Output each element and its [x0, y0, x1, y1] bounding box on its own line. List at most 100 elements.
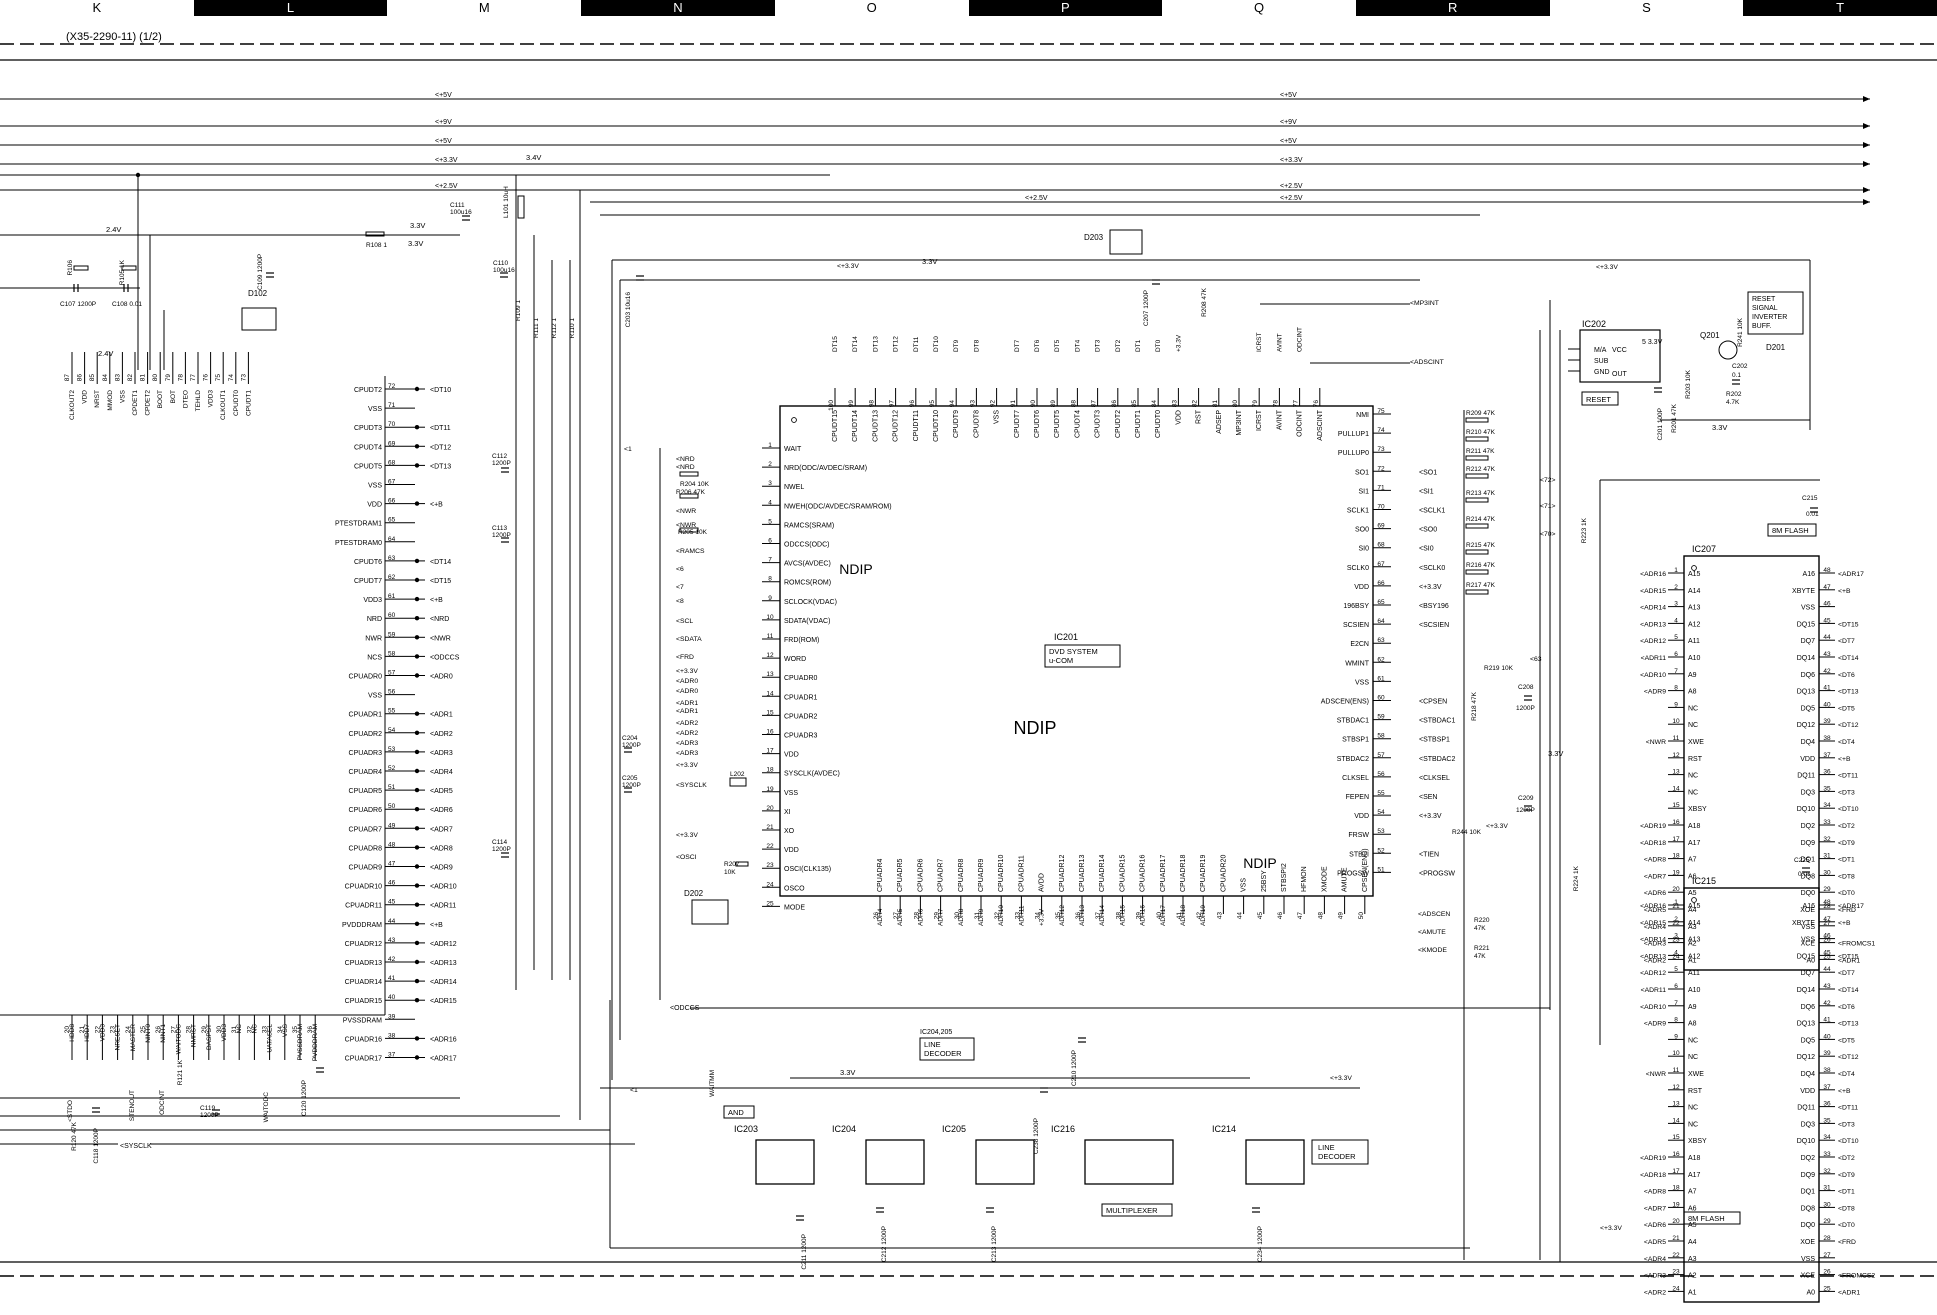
reset-box-label: RESET: [1586, 395, 1611, 404]
net-tag: <STBDAC2: [1419, 756, 1455, 763]
pin-name: PTESTDRAM0: [335, 540, 382, 547]
pin-number: 30: [216, 1026, 223, 1034]
pin1-marker: [1691, 897, 1697, 903]
pin-name: CPUADR10: [345, 884, 382, 891]
decoder-label-line: DECODER: [1318, 1152, 1356, 1161]
net-tag: DT5: [1054, 339, 1061, 352]
decoder-label-box: [1311, 1139, 1369, 1165]
pin-name: CPUADR5: [349, 788, 383, 795]
net-tag: <ADR7: [1644, 1205, 1666, 1212]
net-tag: <+B: [1838, 588, 1851, 595]
net-tag: <ADR4: [1644, 1256, 1666, 1263]
net-tag: <DT11: [1838, 1105, 1858, 1112]
ic202-pin-name: M/A: [1594, 347, 1607, 354]
pin-name: CLKOUT1: [220, 390, 227, 420]
pin-number: 76: [1313, 400, 1320, 408]
pin-number: 27: [893, 912, 900, 920]
pin-number: 87: [64, 374, 71, 382]
net-tag: <+B: [430, 922, 443, 929]
pin-number: 31: [1823, 1185, 1831, 1192]
net-tag: <DT7: [1838, 638, 1855, 645]
pin-number: 21: [766, 824, 774, 831]
pin-number: 82: [1192, 400, 1199, 408]
column-index-q: Q: [1162, 0, 1356, 16]
pin-number: 36: [1823, 1101, 1831, 1108]
pin-name: A0: [1806, 1289, 1815, 1296]
pin-number: 23: [110, 1026, 117, 1034]
pin-number: 42: [388, 956, 396, 963]
pin-number: 84: [102, 374, 109, 382]
pin-name: SO0: [1355, 527, 1369, 534]
junction-dot: [414, 711, 420, 716]
pin-name: CPUADR14: [1099, 855, 1106, 892]
pin-number: 75: [1377, 408, 1385, 415]
pin-name: SCLK1: [1347, 508, 1369, 515]
pin-name: CPUDT9: [953, 410, 960, 438]
junction-dot: [414, 654, 420, 659]
net-tag: <NRD: [676, 464, 695, 471]
pin-number: 83: [114, 374, 121, 382]
resistor-r206: [679, 493, 699, 499]
pin-name: PVSSDRAM: [297, 1024, 304, 1060]
pin-number: 59: [388, 631, 396, 638]
net-tag: DT8: [973, 339, 980, 352]
pin-number: 39: [388, 1013, 396, 1020]
pin-number: 72: [1377, 465, 1385, 472]
net-tag: <ADR5: [1644, 1239, 1666, 1246]
net-tag: <NRD: [676, 456, 695, 463]
pin-number: 39: [1823, 718, 1831, 725]
pin-name: DQ3: [1801, 1121, 1816, 1128]
net-tag: ADR15: [1119, 905, 1126, 926]
pin-number: 74: [1377, 427, 1385, 434]
net-tag: <+3.3V: [676, 762, 698, 769]
net-tag: DT15: [832, 336, 839, 352]
junction-dot: [414, 978, 420, 984]
pin-name: BOOT: [157, 390, 164, 408]
net-tag: <+B: [1838, 920, 1851, 927]
net-tag: <DT9: [1838, 1172, 1855, 1179]
net-tag: DT13: [872, 336, 879, 352]
resistor-r217: [1465, 589, 1489, 595]
pin-number: 57: [388, 670, 396, 677]
net-tag: <ADR5: [430, 788, 453, 795]
pin-name: MMOD: [107, 390, 114, 411]
part-ref: C204: [622, 735, 638, 742]
wires: [0, 98, 1870, 1292]
pin-name: SCLK0: [1347, 565, 1369, 572]
net-tag: <ADR7: [430, 826, 453, 833]
ic203-body: [755, 1139, 815, 1185]
pin-number: 31: [231, 1026, 238, 1034]
rail-label: <+2.5V: [1280, 183, 1303, 190]
pin-number: 10: [1672, 718, 1680, 725]
reset-note-line: BUFF.: [1752, 323, 1772, 330]
pin-name: DQ9: [1801, 1172, 1816, 1179]
inductor-l202: [729, 777, 747, 787]
net-tag: <OSCI: [676, 854, 697, 861]
pin-name: CPUDT3: [354, 425, 382, 432]
pin-number: 63: [388, 555, 396, 562]
pin-number: 32: [1823, 836, 1831, 843]
pin-name: DQ2: [1801, 823, 1816, 830]
pin-number: 94: [949, 400, 956, 408]
net-tag: <ADR8: [1644, 1189, 1666, 1196]
pin-name: OSCI(CLK135): [784, 866, 831, 873]
pin-name: CPUADR0: [349, 674, 383, 681]
pin-number: 20: [64, 1026, 71, 1034]
pin-name: CPUADR9: [978, 858, 985, 892]
pin-name: CPUADR3: [784, 733, 818, 740]
pin-name: UATASEL: [267, 1024, 274, 1053]
net-tag: <ADR15: [1640, 588, 1666, 595]
rail-label: <+5V: [1280, 138, 1297, 145]
pin-number: 51: [388, 784, 396, 791]
pin-name: A4: [1688, 907, 1697, 914]
net-tag: <AMUTE: [1418, 929, 1446, 936]
column-index-o: O: [774, 0, 969, 16]
net-tag: ADR18: [1180, 905, 1187, 926]
decoder-note-box: [919, 1037, 975, 1061]
pin-number: 48: [1823, 567, 1831, 574]
part-ref: C208: [1518, 684, 1534, 691]
diode-pack-d102: [241, 307, 277, 331]
pin-number: 91: [1010, 400, 1017, 408]
rail-arrow: [1863, 199, 1870, 205]
pin-name: XBYTE: [1792, 588, 1815, 595]
